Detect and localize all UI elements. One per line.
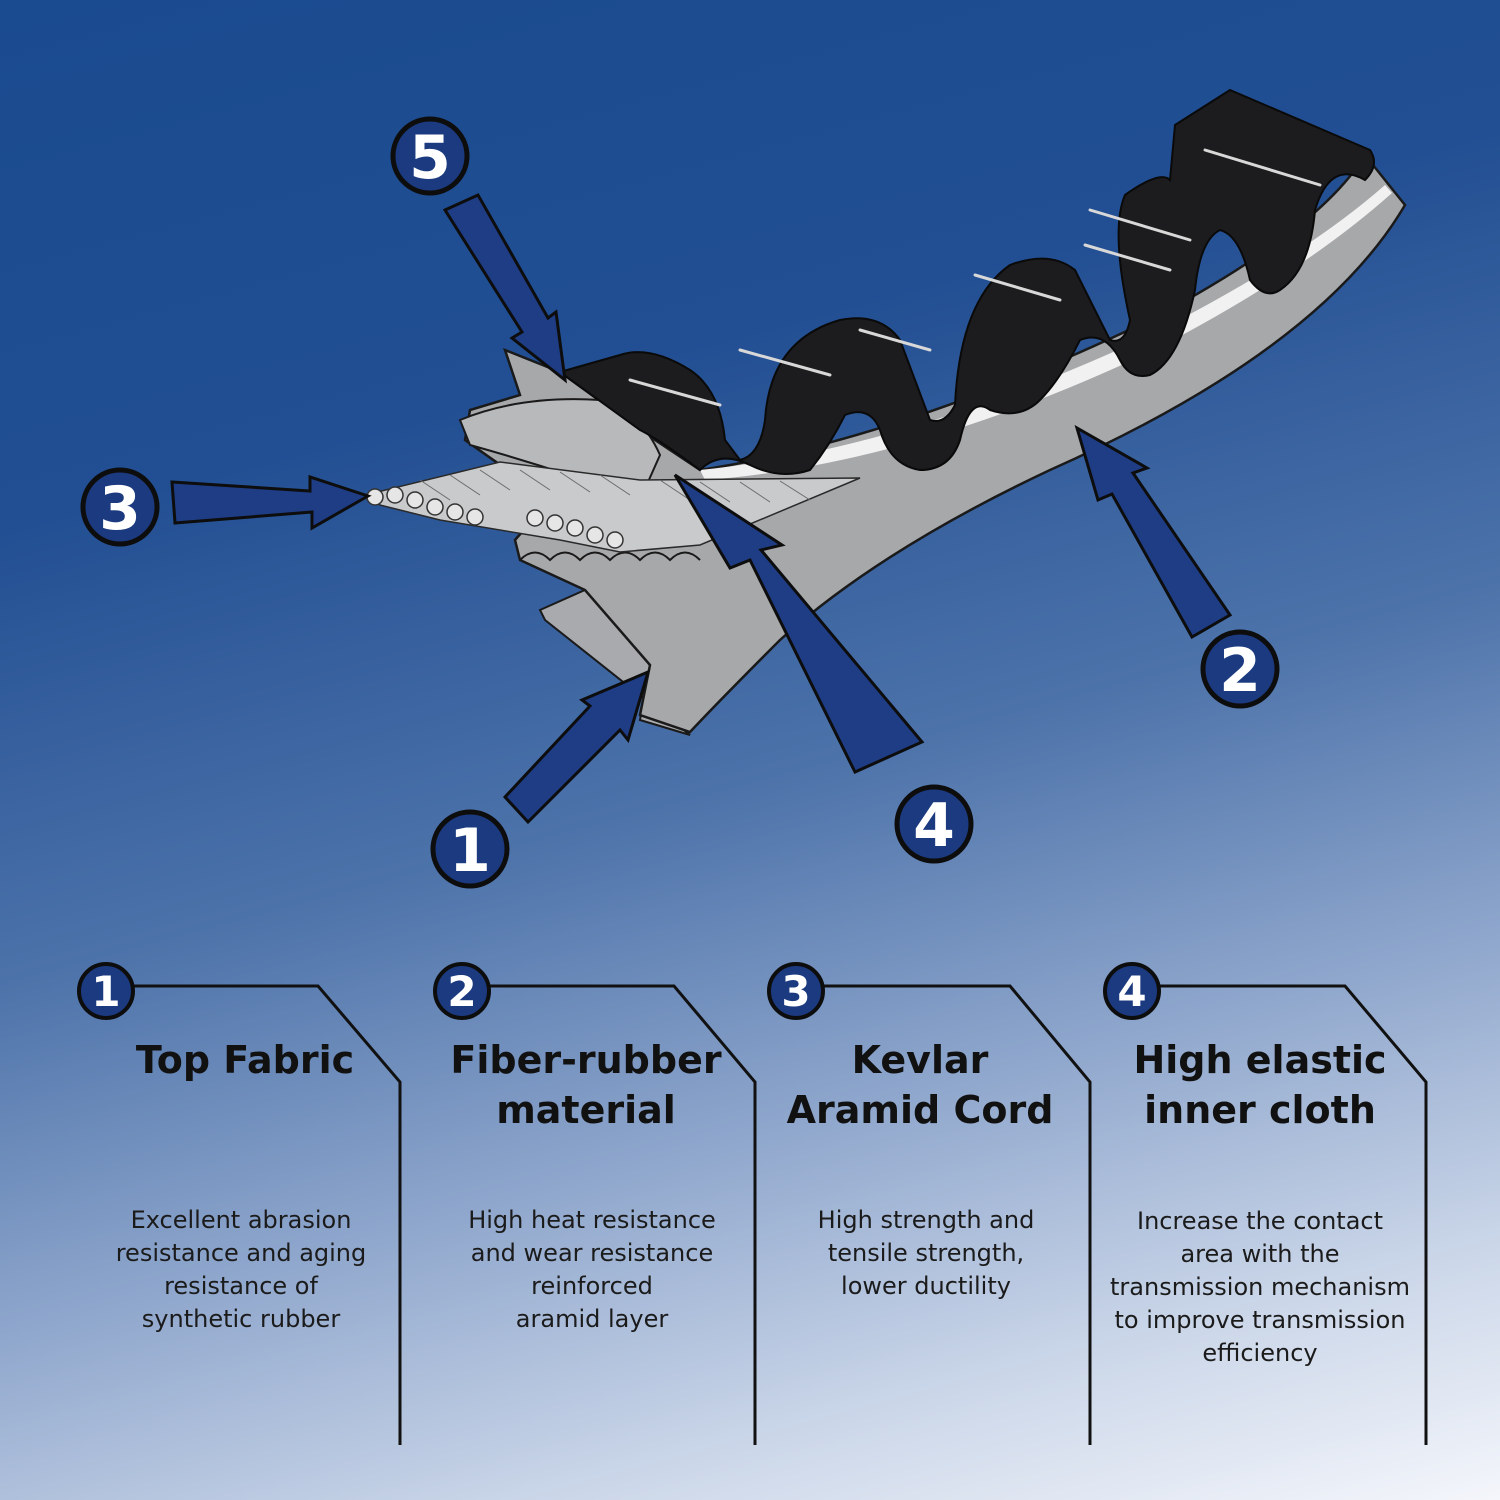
belt-cord-rows (366, 486, 624, 549)
card-title-top-fabric: Top Fabric (135, 1038, 355, 1082)
card-title-kevlar-cord: Kevlar Aramid Cord (786, 1038, 1054, 1132)
card-badge-4: 4 (1103, 962, 1161, 1020)
callout-arrows (170, 193, 1233, 825)
card-badge-3: 3 (767, 962, 825, 1020)
card-badge-2: 2 (433, 962, 491, 1020)
callout-badge-2: 2 (1200, 629, 1280, 709)
arrow-5 (442, 193, 567, 384)
svg-text:4: 4 (913, 791, 955, 861)
arrow-4 (673, 473, 925, 774)
callout-badge-1: 1 (430, 809, 510, 889)
callout-badge-5: 5 (390, 116, 470, 196)
svg-text:5: 5 (409, 123, 451, 193)
card-description-fiber-rubber: High heat resistance and wear resistance… (468, 1206, 716, 1333)
svg-text:1: 1 (449, 816, 491, 886)
svg-text:2: 2 (1219, 636, 1261, 706)
belt-lower-wave-edge (519, 551, 701, 562)
svg-text:3: 3 (99, 474, 141, 544)
belt-cross-section-diagram: 5 3 2 4 1 (80, 88, 1407, 889)
arrow-2 (1074, 424, 1233, 640)
card-description-kevlar-cord: High strength and tensile strength, lowe… (817, 1206, 1035, 1300)
card-badge-1: 1 (77, 962, 135, 1020)
svg-text:2: 2 (447, 967, 476, 1016)
callout-badge-4: 4 (894, 784, 974, 864)
svg-text:3: 3 (781, 967, 810, 1016)
svg-text:1: 1 (91, 967, 120, 1016)
card-title-fiber-rubber: Fiber-rubber material (450, 1038, 722, 1132)
belt-teeth-grooves (628, 148, 1322, 407)
arrow-1 (502, 669, 651, 825)
card-description-inner-cloth: Increase the contact area with the trans… (1110, 1207, 1410, 1367)
belt-teeth (557, 88, 1375, 475)
card-title-inner-cloth: High elastic inner cloth (1133, 1038, 1387, 1132)
arrow-3 (170, 474, 372, 531)
belt-cord-hatching (419, 469, 811, 503)
svg-text:4: 4 (1117, 967, 1146, 1016)
callout-badge-3: 3 (80, 467, 160, 547)
card-description-top-fabric: Excellent abrasion resistance and aging … (115, 1206, 367, 1333)
